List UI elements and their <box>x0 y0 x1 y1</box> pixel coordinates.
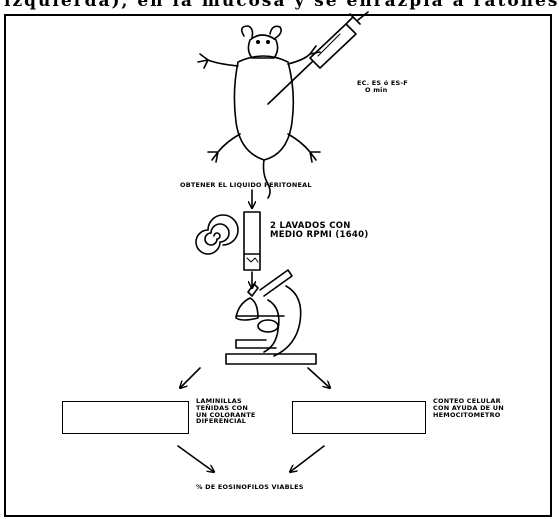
right-result-label: CONTEO CELULAR CON AYUDA DE UN HEMOCITOM… <box>433 398 504 418</box>
header-text-fragment: izquierda), en la mucosa y se enrazpla a… <box>4 0 559 11</box>
left-result-line4: DIFERENCIAL <box>196 417 247 426</box>
arrow-right-branch <box>307 367 330 388</box>
arrow-left-branch <box>180 367 201 388</box>
test-tube-icon <box>243 211 261 271</box>
step-wash-line2: MEDIO RPMI (1640) <box>270 229 369 240</box>
syringe-icon <box>267 11 369 105</box>
diagram-frame <box>4 14 552 517</box>
injection-label-line2: O min <box>365 85 388 94</box>
left-result-line3: UN COLORANTE <box>196 410 256 419</box>
spiral-icon <box>195 214 239 255</box>
injection-label: EC. ES ó ES-F O min <box>357 80 408 94</box>
step-obtain-label: OBTENER EL LIQUIDO PERITONEAL <box>180 181 312 189</box>
step-wash-label: 2 LAVADOS CON MEDIO RPMI (1640) <box>270 222 369 240</box>
step-wash-line1: 2 LAVADOS CON <box>270 221 351 231</box>
right-result-line1: CONTEO CELULAR <box>433 397 501 405</box>
arrow-left-converge <box>177 445 214 472</box>
microscope-icon <box>225 269 317 365</box>
right-result-line2: CON AYUDA DE UN <box>433 403 504 412</box>
left-slide-box <box>62 401 189 434</box>
mouse-icon <box>197 25 321 199</box>
right-slide-box <box>292 401 426 434</box>
left-result-line1: LAMINILLAS <box>196 397 242 405</box>
left-result-line2: TEÑIDAS CON <box>196 403 249 412</box>
left-result-label: LAMINILLAS TEÑIDAS CON UN COLORANTE DIFE… <box>196 398 255 425</box>
injection-label-line1: EC. ES ó ES-F <box>357 79 408 87</box>
final-step-label: % DE EOSINOFILOS VIABLES <box>196 483 304 491</box>
arrow-right-converge <box>290 445 325 472</box>
right-result-line3: HEMOCITOMETRO <box>433 410 501 419</box>
